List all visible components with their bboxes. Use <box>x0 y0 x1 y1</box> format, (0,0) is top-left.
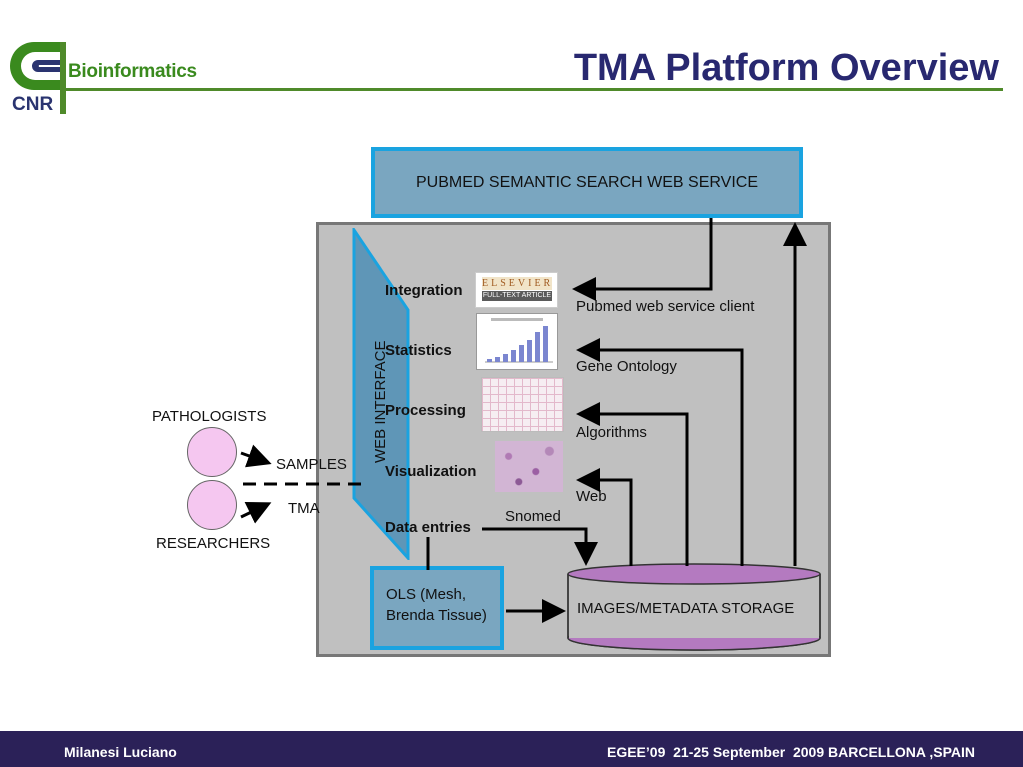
actor-researchers: RESEARCHERS <box>156 535 271 552</box>
module-processing: Processing <box>385 402 466 419</box>
elsevier-thumbnail: ELSEVIER FULL-TEXT ARTICLE <box>475 272 558 308</box>
actor-tma: TMA <box>288 500 320 517</box>
ols-label-line1: OLS (Mesh, <box>386 586 467 603</box>
header-divider <box>62 88 1003 91</box>
module-data-entries: Data entries <box>385 519 471 536</box>
ols-box: OLS (Mesh, Brenda Tissue) <box>370 566 504 650</box>
logo-name: Bioinformatics <box>68 61 197 82</box>
footer-author: Milanesi Luciano <box>64 744 177 760</box>
pubmed-service-label: PUBMED SEMANTIC SEARCH WEB SERVICE <box>416 173 758 191</box>
footer-event: EGEE’09 21-25 September 2009 BARCELLONA … <box>606 744 975 760</box>
pathologist-node <box>187 427 237 477</box>
cnr-logo-icon <box>10 42 66 114</box>
elsevier-top: ELSEVIER <box>482 277 554 290</box>
source-web: Web <box>576 488 607 505</box>
elsevier-bottom: FULL-TEXT ARTICLE <box>482 291 552 301</box>
researcher-node <box>187 480 237 530</box>
page-title: TMA Platform Overview <box>573 47 999 89</box>
tissue-image-thumbnail <box>495 441 563 492</box>
module-integration: Integration <box>385 282 463 299</box>
tissue-grid-thumbnail <box>481 377 564 432</box>
source-gene-ontology: Gene Ontology <box>576 358 677 375</box>
storage-label: IMAGES/METADATA STORAGE <box>577 600 795 617</box>
footer-bar <box>0 731 1023 767</box>
storage-cylinder <box>567 563 821 651</box>
actor-samples: SAMPLES <box>276 456 347 473</box>
module-statistics: Statistics <box>385 342 452 359</box>
module-visualization: Visualization <box>385 463 477 480</box>
web-interface-panel <box>352 228 410 560</box>
pubmed-service-box: PUBMED SEMANTIC SEARCH WEB SERVICE <box>371 147 803 218</box>
source-pubmed-client: Pubmed web service client <box>576 298 755 315</box>
source-snomed: Snomed <box>505 508 561 525</box>
actor-pathologists: PATHOLOGISTS <box>152 408 267 425</box>
logo-org: CNR <box>12 94 54 115</box>
source-algorithms: Algorithms <box>576 424 647 441</box>
statistics-chart-thumbnail <box>476 313 558 370</box>
ols-label-line2: Brenda Tissue) <box>386 607 487 624</box>
